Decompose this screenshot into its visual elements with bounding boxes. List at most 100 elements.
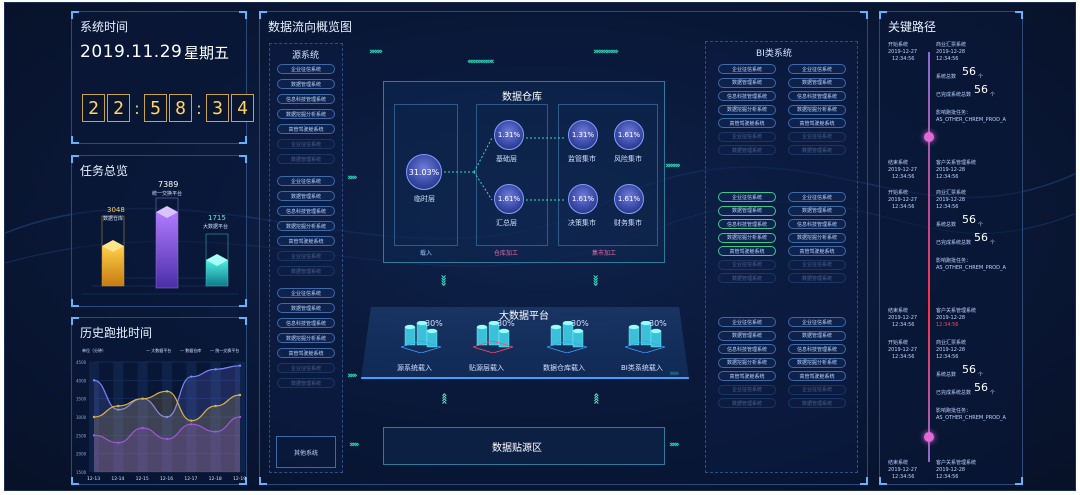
- data-source-zone[interactable]: 数据贴源区: [383, 427, 665, 465]
- mart-node[interactable]: 1.61%: [614, 184, 644, 214]
- source-system-item[interactable]: 企业征信系统: [277, 139, 335, 149]
- data-point[interactable]: [92, 434, 96, 437]
- data-point[interactable]: [190, 423, 193, 426]
- bi-system-item[interactable]: 数据管理系统: [788, 205, 846, 216]
- bi-system-item[interactable]: 企业征信系统: [788, 64, 846, 74]
- data-point[interactable]: [190, 419, 193, 422]
- data-point[interactable]: [117, 441, 120, 444]
- bi-system-item[interactable]: 高管驾驶舱系统: [718, 246, 776, 256]
- data-point[interactable]: [141, 397, 144, 400]
- base-layer-node[interactable]: 1.31%: [494, 120, 524, 150]
- source-system-item[interactable]: 数据挖掘分析系统: [277, 333, 335, 343]
- bi-system-item[interactable]: 企业征信系统: [788, 131, 846, 142]
- source-system-item[interactable]: 数据管理系统: [277, 266, 335, 276]
- bi-system-item[interactable]: 信息科技管理系统: [788, 344, 846, 354]
- source-system-item[interactable]: 数据挖掘分析系统: [277, 109, 335, 119]
- data-point[interactable]: [165, 437, 169, 441]
- bi-system-item[interactable]: 高管驾驶舱系统: [788, 118, 846, 128]
- bi-system-item[interactable]: 数据管理系统: [788, 330, 846, 341]
- bi-system-item[interactable]: 数据管理系统: [718, 273, 776, 283]
- timeline-node[interactable]: [924, 132, 934, 142]
- data-point[interactable]: [190, 375, 193, 378]
- bi-system-item[interactable]: 数据挖掘分析系统: [718, 357, 776, 368]
- source-system-item[interactable]: 企业征信系统: [277, 176, 335, 186]
- source-system-item[interactable]: 高管驾驶舱系统: [277, 124, 335, 134]
- temp-layer-node[interactable]: 31.03%: [406, 154, 442, 190]
- bi-system-item[interactable]: 高管驾驶舱系统: [788, 371, 846, 381]
- source-system-item[interactable]: 数据管理系统: [277, 303, 335, 313]
- bi-system-item[interactable]: 数据管理系统: [718, 77, 776, 88]
- source-system-item[interactable]: 高管驾驶舱系统: [277, 236, 335, 246]
- flow-arrow-right: ›››››: [349, 440, 359, 450]
- data-point[interactable]: [165, 390, 169, 393]
- bi-system-item[interactable]: 数据管理系统: [718, 145, 776, 155]
- bi-system-item[interactable]: 数据管理系统: [788, 398, 846, 408]
- bi-system-item[interactable]: 数据管理系统: [788, 145, 846, 155]
- source-system-item[interactable]: 信息科技管理系统: [277, 206, 335, 216]
- data-point[interactable]: [165, 415, 169, 419]
- task-bars-graphic: [82, 197, 238, 295]
- done-value: 56: [974, 83, 988, 96]
- bi-system-item[interactable]: 高管驾驶舱系统: [718, 371, 776, 381]
- bi-system-item[interactable]: 企业征信系统: [718, 192, 776, 202]
- source-system-item[interactable]: 数据管理系统: [277, 154, 335, 164]
- bi-system-item[interactable]: 信息科技管理系统: [718, 344, 776, 354]
- bi-system-item[interactable]: 数据挖掘分析系统: [788, 357, 846, 368]
- data-point[interactable]: [238, 393, 242, 397]
- bi-system-item[interactable]: 数据管理系统: [718, 330, 776, 341]
- path-node-date: 2019-12-28: [936, 197, 966, 203]
- data-point[interactable]: [214, 368, 217, 371]
- summary-layer-node[interactable]: 1.61%: [494, 184, 524, 214]
- source-system-item[interactable]: 数据管理系统: [277, 191, 335, 201]
- source-system-item[interactable]: 数据管理系统: [277, 79, 335, 89]
- bi-system-item[interactable]: 企业征信系统: [718, 384, 776, 395]
- source-system-item[interactable]: 高管驾驶舱系统: [277, 348, 335, 358]
- mart-node[interactable]: 1.31%: [568, 120, 598, 150]
- data-point[interactable]: [141, 426, 144, 430]
- data-point[interactable]: [117, 404, 120, 408]
- data-point[interactable]: [238, 364, 242, 367]
- data-point[interactable]: [92, 415, 96, 419]
- source-system-item[interactable]: 企业征信系统: [277, 288, 335, 298]
- bi-system-item[interactable]: 信息科技管理系统: [788, 219, 846, 229]
- bi-system-item[interactable]: 高管驾驶舱系统: [718, 118, 776, 128]
- path-node-date: 2019-12-27: [888, 197, 918, 203]
- data-warehouse-box[interactable]: 数据仓库 31.03% 临时层 1.31% 基础层 1.61% 汇总层 1.31…: [383, 81, 665, 263]
- source-system-item[interactable]: 数据挖掘分析系统: [277, 221, 335, 231]
- bi-system-item[interactable]: 信息科技管理系统: [718, 91, 776, 101]
- bi-system-item[interactable]: 数据管理系统: [718, 398, 776, 408]
- mart-node[interactable]: 1.61%: [568, 184, 598, 214]
- bi-system-item[interactable]: 数据管理系统: [788, 77, 846, 88]
- bi-system-item[interactable]: 企业征信系统: [788, 384, 846, 395]
- source-system-item[interactable]: 信息科技管理系统: [277, 318, 335, 328]
- bi-system-item[interactable]: 企业征信系统: [718, 131, 776, 142]
- bi-system-item[interactable]: 企业征信系统: [718, 317, 776, 327]
- source-system-item[interactable]: 企业征信系统: [277, 251, 335, 261]
- bi-system-item[interactable]: 数据挖掘分析系统: [718, 232, 776, 243]
- bi-system-item[interactable]: 数据管理系统: [718, 205, 776, 216]
- other-systems-button[interactable]: 其他系统: [276, 436, 336, 468]
- bi-system-item[interactable]: 信息科技管理系统: [718, 219, 776, 229]
- bi-system-item[interactable]: 企业征信系统: [718, 259, 776, 270]
- mart-node[interactable]: 1.61%: [614, 120, 644, 150]
- data-point[interactable]: [214, 430, 217, 433]
- bi-system-item[interactable]: 企业征信系统: [788, 317, 846, 327]
- bi-system-item[interactable]: 企业征信系统: [788, 259, 846, 270]
- data-point[interactable]: [117, 408, 120, 411]
- bi-system-item[interactable]: 企业征信系统: [718, 64, 776, 74]
- data-point[interactable]: [92, 379, 96, 382]
- bi-system-item[interactable]: 数据挖掘分析系统: [788, 232, 846, 243]
- source-system-item[interactable]: 数据管理系统: [277, 378, 335, 388]
- bi-system-item[interactable]: 高管驾驶舱系统: [788, 246, 846, 256]
- bi-system-item[interactable]: 企业征信系统: [788, 192, 846, 202]
- bi-system-item[interactable]: 数据管理系统: [788, 273, 846, 283]
- bi-system-item[interactable]: 信息科技管理系统: [788, 91, 846, 101]
- data-point[interactable]: [238, 415, 242, 419]
- source-system-item[interactable]: 企业征信系统: [277, 363, 335, 373]
- data-point[interactable]: [214, 404, 217, 408]
- bi-system-item[interactable]: 数据挖掘分析系统: [718, 104, 776, 115]
- source-system-item[interactable]: 信息科技管理系统: [277, 94, 335, 104]
- timeline-node[interactable]: [924, 432, 934, 442]
- source-system-item[interactable]: 企业征信系统: [277, 64, 335, 74]
- bi-system-item[interactable]: 数据挖掘分析系统: [788, 104, 846, 115]
